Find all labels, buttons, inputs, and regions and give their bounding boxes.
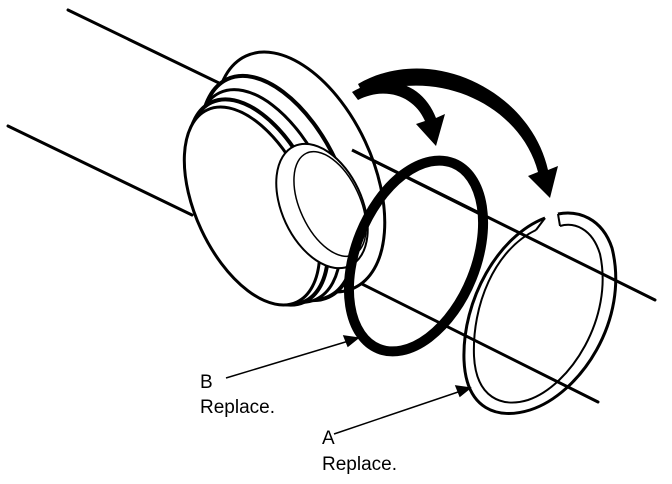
seal-ring-a-inner: [472, 223, 604, 404]
callout-a-action: Replace.: [322, 454, 397, 475]
leader-line-b: [225, 339, 353, 379]
leader-lines: [225, 335, 472, 435]
seal-ring-b-outer: [343, 155, 489, 357]
callout-b-letter: B: [200, 372, 213, 393]
callout-a-letter: A: [322, 428, 335, 449]
collar: [182, 50, 387, 307]
leader-line-a: [333, 389, 465, 435]
seal-ring-b: [343, 155, 489, 357]
shaft-bottom-edge-right: [316, 260, 600, 404]
seal-ring-a-outer: [462, 211, 618, 415]
rotation-arrow-icon: [352, 81, 445, 146]
seal-ring-a-gap-end-2: [557, 213, 561, 227]
shaft-bottom-edge-left: [6, 124, 194, 217]
callout-b-action: Replace.: [200, 397, 275, 418]
callout-a: A Replace.: [322, 428, 397, 475]
seal-ring-a: [462, 211, 618, 415]
rotation-arrow-icon: [358, 68, 558, 198]
callout-b: B Replace.: [200, 372, 275, 418]
leader-arrowhead-b: [342, 335, 360, 348]
rotation-arrows: [352, 68, 558, 198]
shaft-top-edge-mid: [351, 148, 481, 216]
shaft-through-ring: [351, 148, 481, 216]
seal-ring-a-gap-end-1: [535, 217, 546, 231]
leader-arrowhead-a: [454, 385, 472, 398]
